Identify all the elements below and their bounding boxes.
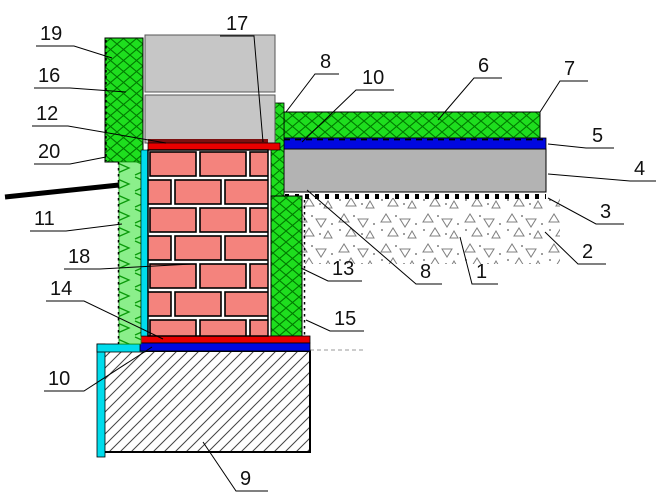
callout-1: 1	[459, 236, 498, 285]
callout-label: 10	[362, 67, 384, 89]
leader-line	[547, 143, 614, 149]
callout-7: 7	[539, 58, 588, 113]
concrete-block-upper	[144, 34, 276, 93]
callout-label: 4	[634, 158, 645, 180]
callout-14: 14	[46, 278, 164, 340]
leader-line	[64, 263, 193, 270]
callout-9: 9	[202, 441, 268, 492]
callout-8-top: 8	[285, 51, 339, 113]
foundation-block	[102, 350, 311, 453]
callout-4: 4	[547, 158, 656, 182]
leader-line	[300, 267, 362, 282]
brick-wall	[147, 149, 269, 337]
callout-13: 13	[300, 258, 362, 282]
callout-5: 5	[547, 125, 614, 149]
base-membrane-blue	[139, 342, 311, 352]
leader-line	[46, 300, 164, 340]
callout-6: 6	[437, 55, 502, 121]
leader-line	[36, 45, 113, 59]
callout-label: 9	[240, 468, 251, 490]
gravel-bed	[302, 198, 560, 264]
callout-label: 6	[478, 55, 489, 77]
foundation-membrane-cyan-vertical	[96, 343, 106, 458]
base-barrier-red	[139, 335, 311, 344]
callout-label: 3	[600, 201, 611, 223]
callout-label: 7	[564, 58, 575, 80]
floor-insulation-layer	[283, 111, 541, 139]
leader-line	[34, 156, 107, 165]
callout-18: 18	[64, 246, 193, 270]
leader-line	[459, 236, 498, 285]
callout-label: 12	[36, 103, 58, 125]
callout-label: 19	[40, 23, 62, 45]
leader-line	[544, 231, 606, 265]
callout-19: 19	[36, 23, 113, 59]
leader-line	[30, 223, 123, 232]
leader-line	[539, 80, 588, 113]
concrete-block-lower	[144, 94, 276, 144]
callout-label: 11	[34, 208, 55, 230]
callout-label: 16	[38, 65, 60, 87]
callout-16: 16	[34, 65, 127, 93]
callout-label: 13	[332, 258, 354, 280]
callout-11: 11	[30, 208, 123, 232]
callout-label: 1	[476, 261, 487, 283]
leader-line	[547, 197, 624, 225]
leader-line	[547, 173, 656, 182]
callout-label: 15	[334, 308, 356, 330]
leader-line	[305, 319, 364, 332]
floor-slab	[283, 148, 547, 193]
callout-10-bottom: 10	[44, 346, 153, 392]
leader-line	[44, 346, 153, 392]
dpc-maroon-layer	[148, 139, 268, 143]
leader-line	[34, 87, 127, 93]
callout-label: 20	[38, 141, 60, 163]
leader-line	[202, 441, 268, 492]
wall-insulation-right	[270, 195, 303, 337]
foundation-membrane-cyan-horizontal	[96, 343, 146, 353]
leader-line	[285, 73, 339, 113]
callout-label: 5	[592, 125, 603, 147]
dpc-red-layer	[147, 142, 281, 151]
callout-2: 2	[544, 231, 606, 265]
callout-label: 8	[420, 261, 431, 283]
leader-line	[301, 89, 394, 143]
leader-line	[306, 189, 442, 285]
callout-label: 18	[68, 246, 90, 268]
callout-15: 15	[305, 308, 364, 332]
callout-label: 2	[582, 241, 593, 263]
ground-line	[4, 182, 120, 200]
leader-line	[437, 77, 502, 121]
callout-10-top: 10	[301, 67, 394, 143]
callout-3: 3	[547, 197, 624, 225]
callout-20: 20	[34, 141, 107, 165]
leader-line	[32, 125, 167, 144]
callouts: 19 16 12 20 11 18 14 10	[30, 13, 656, 492]
leader-line	[220, 35, 264, 143]
callout-label: 8	[320, 51, 331, 73]
callout-label: 17	[226, 13, 248, 35]
callout-8-middle: 8	[306, 189, 442, 285]
callout-label: 10	[48, 368, 70, 390]
wall-membrane-cyan-strip	[140, 149, 149, 337]
callout-12: 12	[32, 103, 167, 144]
insulation-column-left	[104, 37, 144, 163]
perimeter-insulation-strip	[118, 161, 142, 345]
callout-label: 14	[50, 278, 72, 300]
callout-17: 17	[220, 13, 264, 143]
